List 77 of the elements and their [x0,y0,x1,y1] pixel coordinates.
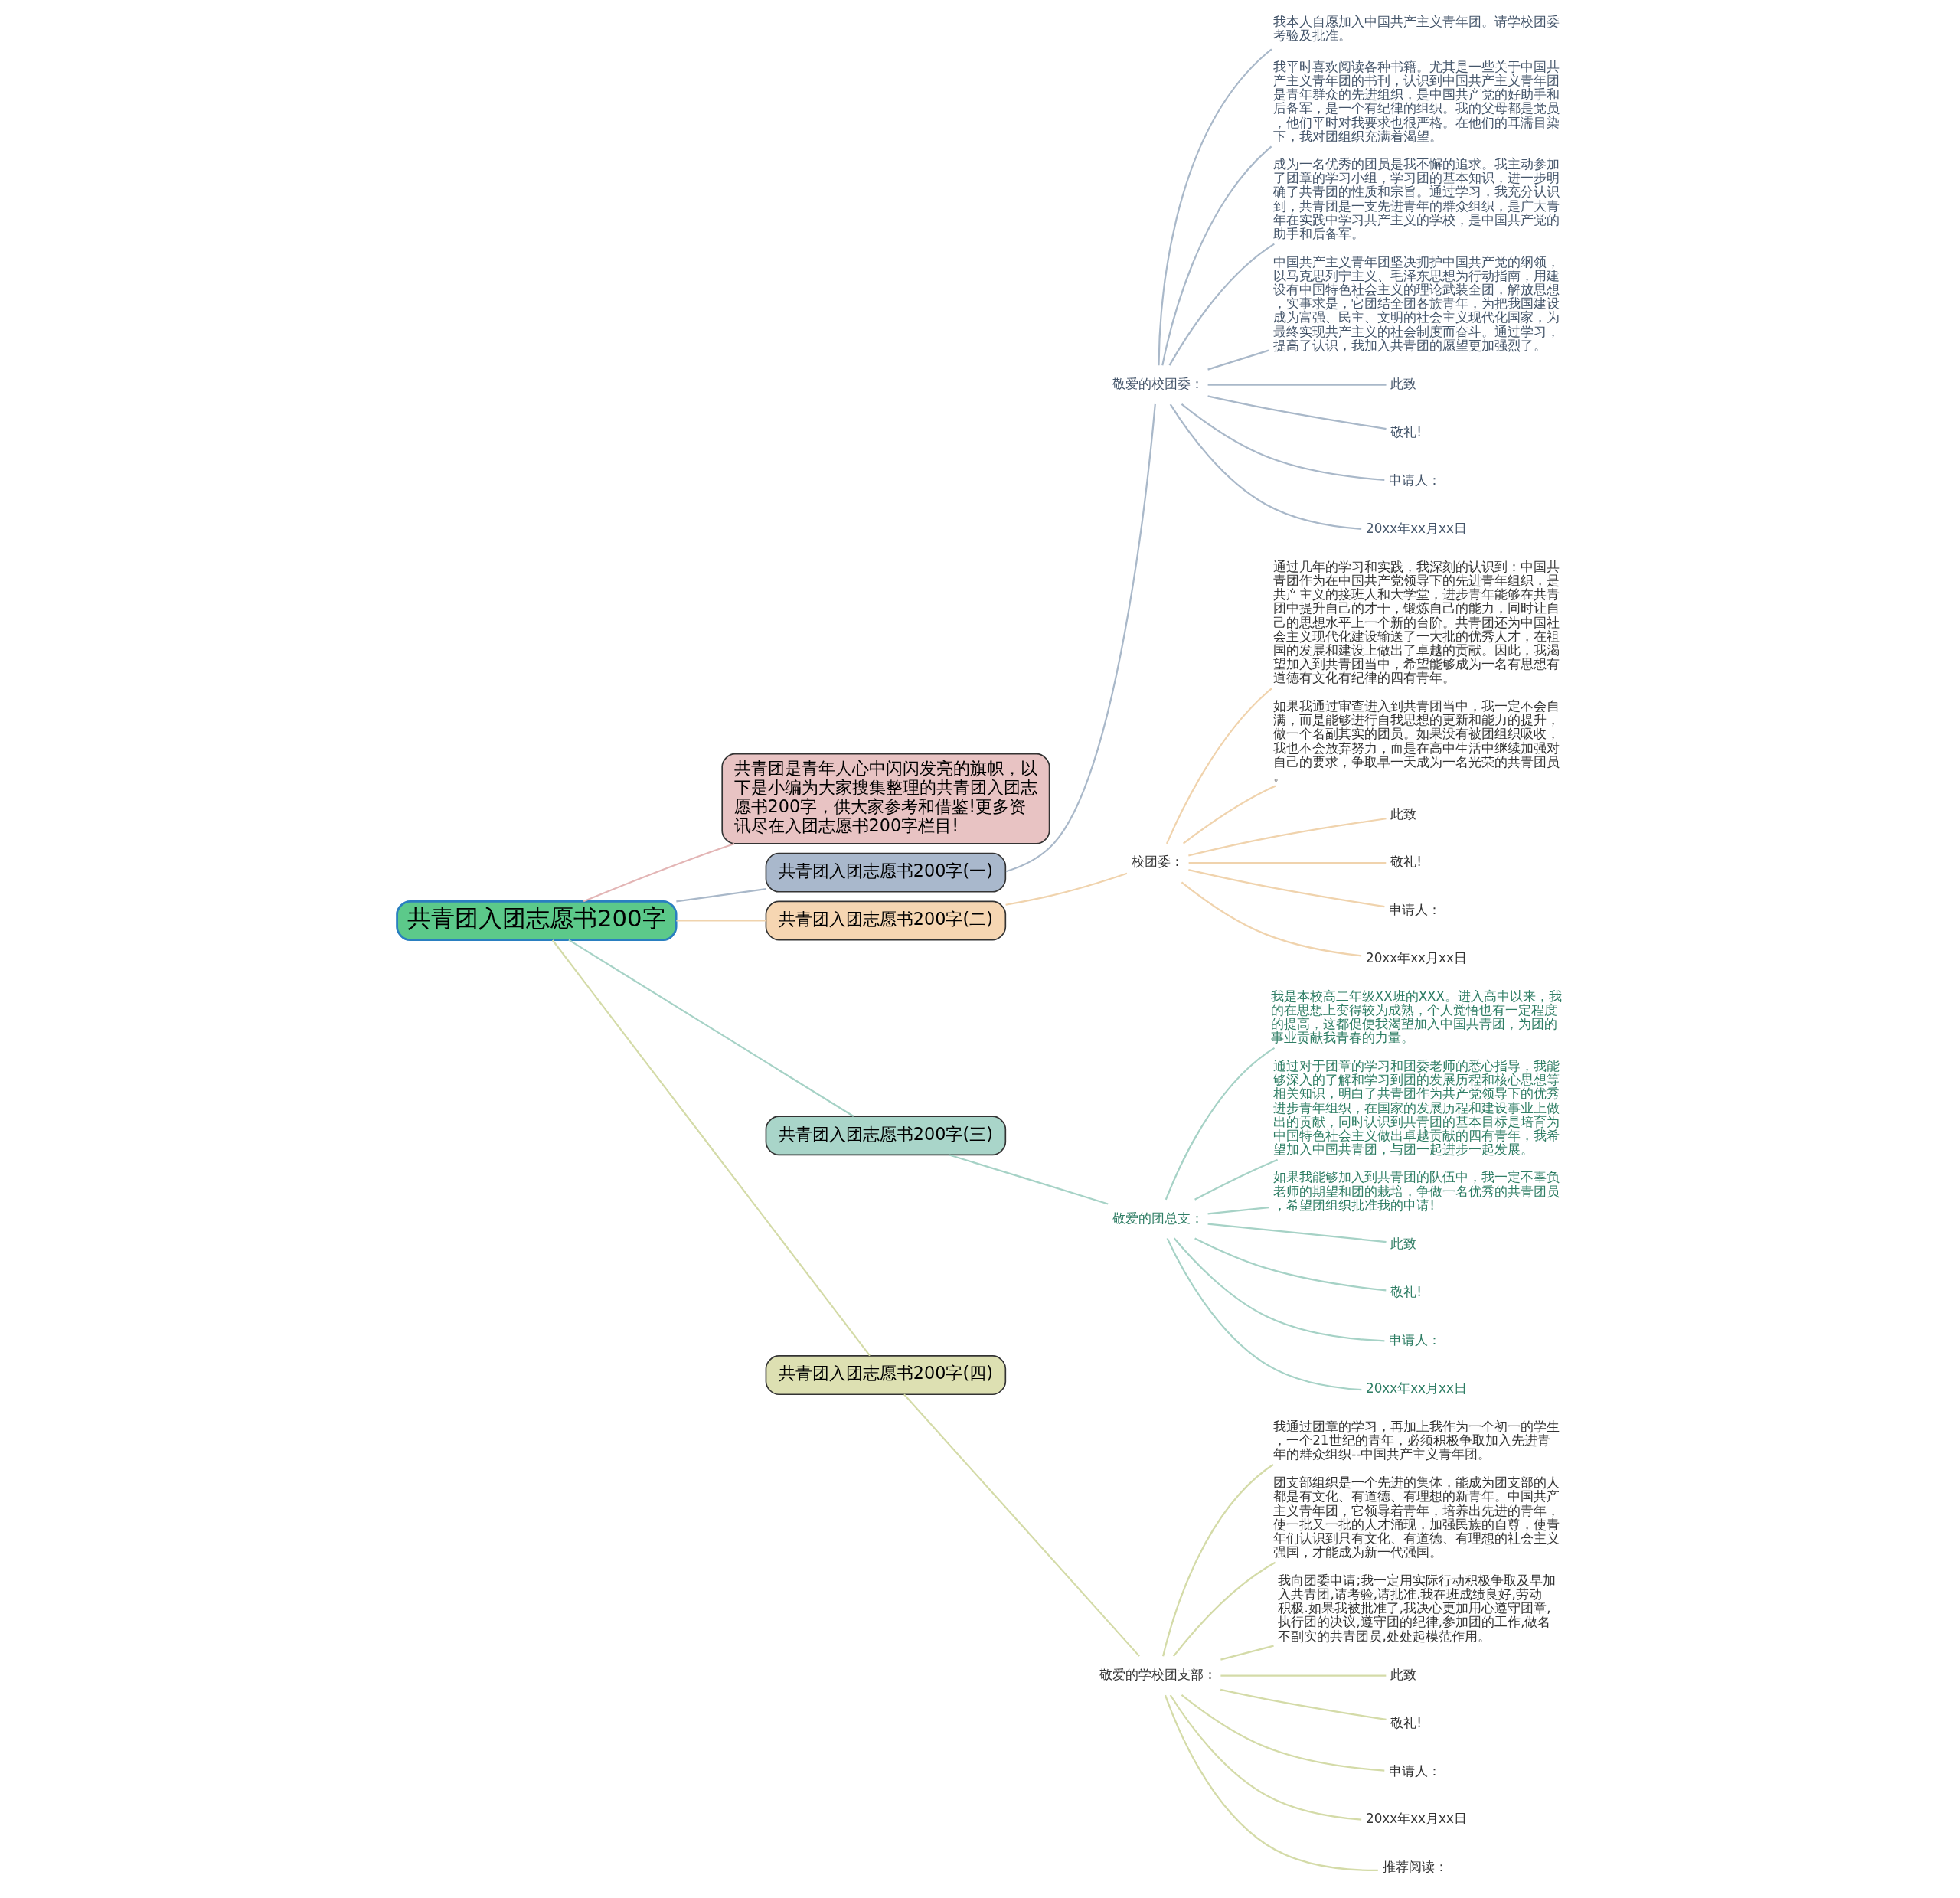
node-text: 我本人自愿加入中国共产主义青年团。请学校团委考验及批准。 [1272,14,1560,44]
connector [1168,243,1275,366]
node-text: 敬礼! [1390,854,1422,870]
connector [949,1154,1109,1205]
node-text: 我通过团章的学习，再加上我作为一个初一的学生，一个21世纪的青年，必须积极争取加入先进青年的群众组织--中国共产主义青年团。 [1272,1418,1560,1462]
node-box: 共青团是青年人心中闪闪发亮的旗帜，以下是小编为大家搜集整理的共青团入团志愿书200字，供大家参考和借鉴!更多资讯尽在入团志愿书200字栏目! [720,753,1050,844]
node-box: 共青团入团志愿书200字 [395,900,678,942]
connector [675,888,766,903]
node-text: 通过对于团章的学习和团委老师的悉心指导，我能够深入的了解和学习到团的发展历程和核心思想等相关知识，明白了共青团作为共产党领导下的优秀进步青年组织，在国家的发展历程和建设事业上做出的贡献，同时认识到共青团的基本目标是培育为中国特色社会主义做出卓越贡献的四有青年，我希望加入中国共青团，与团一起进步一起发展。 [1272,1058,1560,1158]
connector [1207,1207,1269,1215]
connector [1207,1223,1387,1243]
connector [583,842,735,903]
node-text: 申请人： [1388,472,1441,488]
node-box: 共青团入团志愿书200字(四) [765,1355,1006,1396]
connector [1161,145,1272,366]
node-text: 20xx年xx月xx日 [1365,950,1467,966]
node-text: 中国共产主义青年团坚决拥护中国共产党的纲领，以马克思列宁主义、毛泽东思想为行动指南，用建设有中国特色社会主义的理论武装全团，解放思想，实事求是，它团结全团各族青年，为把我国建设成为富强、民主、文明的社会主义现代化国家，为最终实现共产主义的社会制度而奋斗。通过学习，提高了认识，我加入共青团的愿望更加强烈了。 [1272,253,1560,353]
node-text: 团支部组织是一个先进的集体，能成为团支部的人都是有文化、有道德、有理想的新青年。中国共产主义青年团，它领导着青年，培养出先进的青年，使一批又一批的人才涌现，加强民族的自尊，使青年们认识到只有文化、有道德、有理想的社会主义强国，才能成为新一代强国。 [1272,1475,1560,1560]
connector [1194,1158,1278,1201]
connector [1207,395,1387,430]
node-text: 此致 [1390,805,1416,822]
connector [1165,688,1272,844]
connector [1169,1694,1361,1821]
node-text: 我是本校高二年级XX班的XXX。进入高中以来，我的在思想上变得较为成熟，个人觉悟也有一定程度的提高，这都促使我渴望加入中国共青团，为团的事业贡献我青春的力量。 [1270,988,1562,1046]
connector [1161,1464,1274,1657]
node-text: 20xx年xx月xx日 [1365,1811,1467,1827]
connector [1220,1688,1387,1721]
connector [1181,1694,1384,1772]
connector [903,1393,1140,1657]
node-text: 敬爱的团总支： [1112,1210,1204,1226]
connector [1173,1237,1384,1342]
node-box: 共青团入团志愿书200字(三) [765,1116,1006,1156]
node-text: 如果我通过审查进入到共青团当中，我一定不会自满，而是能够进行自我思想的更新和能力的提升，做一个名副其实的团员。如果没有被团组织吸收，我也不会放弃努力，而是在高中生活中继续加强对自己的要求，争取早一天成为一名光荣的共青团员。 [1272,698,1560,783]
node-text: 此致 [1390,1666,1416,1682]
connector [1181,403,1384,481]
node-text: 推荐阅读： [1382,1859,1448,1875]
connector [1207,384,1387,386]
connector [1220,1674,1386,1677]
connector [1165,1047,1275,1201]
node-text: 申请人： [1388,1331,1441,1348]
node-text: 我平时喜欢阅读各种书籍。尤其是一些关于中国共产主义青年团的书刊，认识到中国共产主义青年团是青年群众的先进组织，是中国共产党的好助手和后备军，是一个有纪律的组织。我的父母都是党员，他们平时对我要求也很严格。在他们的耳濡目染下，我对团组织充满着渴望。 [1272,58,1560,144]
connector [1164,1694,1378,1871]
node-text: 申请人： [1388,1762,1441,1779]
connector [1220,1645,1274,1661]
node-text: 此致 [1390,1236,1416,1252]
node-text: 敬礼! [1390,423,1422,439]
connector [675,920,766,922]
connector [1194,1237,1386,1292]
node-text: 成为一名优秀的团员是我不懈的追求。我主动参加了团章的学习小组，学习团的基本知识，进一步明确了共青团的性质和宗旨。通过学习，我充分认识到，共青团是一支先进青年的群众组织，是广大青年在实践中学习共产主义的学校，是中国共产党的助手和后备军。 [1272,156,1560,241]
connector [1169,403,1361,530]
node-text: 敬礼! [1390,1714,1422,1730]
node-text: 校团委： [1131,854,1184,870]
connector [1188,861,1386,864]
connector [1181,881,1361,957]
node-text: 申请人： [1388,902,1441,918]
node-text: 敬爱的校团委： [1112,376,1204,392]
connector [1207,349,1269,371]
node-text: 如果我能够加入到共青团的队伍中，我一定不辜负老师的期望和团的栽培，争做一名优秀的共青团员，希望团组织批准我的申请! [1272,1169,1560,1213]
node-text: 20xx年xx月xx日 [1365,1380,1467,1396]
node-text: 敬爱的学校团支部： [1099,1666,1217,1682]
connector [1004,872,1127,906]
node-text: 通过几年的学习和实践，我深刻的认识到：中国共青团作为在中国共产党领导下的先进青年组织，是共产主义的接班人和大学堂，进步青年能够在共青团中提升自己的才干，锻炼自己的能力，同时让自己的思想水平上一个新的台阶。共青团还为中国社会主义现代化建设输送了一大批的优秀人才，在祖国的发展和建设上做出了卓越的贡献。因此，我渴望加入到共青团当中，希望能够成为一名有思想有道德有文化有纪律的四有青年。 [1272,558,1560,686]
connector [567,939,854,1117]
connector [1172,1561,1276,1657]
node-text: 20xx年xx月xx日 [1365,520,1467,536]
connector [1004,403,1156,873]
connector [1187,818,1387,857]
connector [1166,1237,1361,1391]
node-text: 此致 [1390,376,1416,392]
connector [1157,48,1272,366]
node-text: 我向团委申请;我一定用实际行动积极争取及早加入共青团,请考验,请批准.我在班成绩良好,劳动积极.如果我被批准了,我决心更加用心遵守团章,执行团的决议,遵守团的纪律,参加团的工作,做名不副实的共青团员,处处起模范作用。 [1277,1572,1556,1644]
node-box: 共青团入团志愿书200字(一) [765,852,1006,893]
node-box: 共青团入团志愿书200字(二) [765,900,1006,941]
node-text: 敬礼! [1390,1283,1422,1299]
connector [1182,785,1276,844]
connector [551,939,871,1357]
connector [1187,869,1385,908]
